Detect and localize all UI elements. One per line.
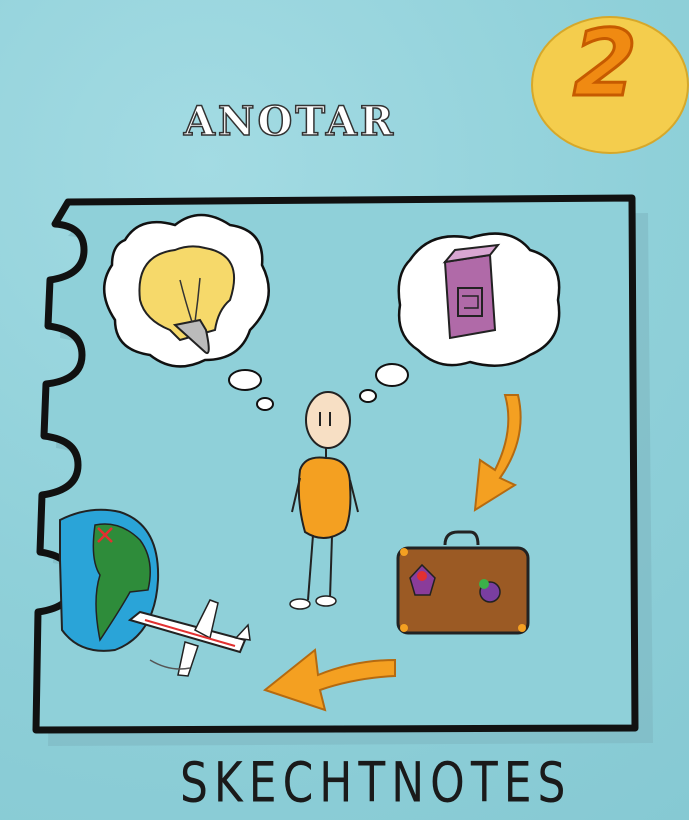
globe-icon: [60, 510, 158, 651]
suitcase-icon: [398, 532, 528, 633]
page-title: ANOTAR: [140, 98, 440, 145]
step-number: 2: [545, 10, 665, 117]
book-icon: [445, 245, 498, 338]
footer-label: SKECHTNOTES: [180, 752, 520, 816]
